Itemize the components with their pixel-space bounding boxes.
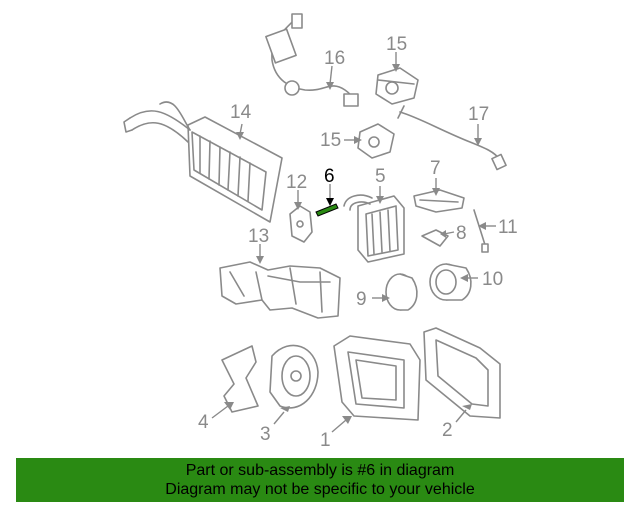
callout-15-top: 15	[386, 34, 407, 55]
leader-lines	[211, 52, 496, 433]
part-4-bracket	[221, 345, 259, 413]
info-banner: Part or sub-assembly is #6 in diagram Di…	[16, 458, 624, 502]
callout-6-highlighted: 6	[324, 166, 335, 187]
part-15-actuator-mid	[357, 123, 395, 159]
callout-1: 1	[320, 430, 331, 451]
part-5-evaporator	[343, 194, 405, 263]
part-13-duct	[219, 261, 341, 319]
part-6-seal-highlighted	[315, 203, 339, 217]
part-11-sensor	[473, 209, 489, 253]
callout-5: 5	[375, 166, 386, 187]
part-7-bracket	[413, 189, 465, 213]
part-1-case	[333, 335, 421, 421]
part-12-gasket	[289, 205, 313, 243]
part-2-cover	[423, 327, 501, 419]
callout-7: 7	[430, 158, 441, 179]
part-10-blower-motor	[429, 263, 472, 301]
callouts: 16 15 14 15 17 5 6 7 12 8 11 13 10 9 4 3…	[198, 34, 518, 451]
part-16-harness	[265, 13, 359, 107]
callout-9: 9	[356, 289, 367, 310]
parts-diagram: 16 15 14 15 17 5 6 7 12 8 11 13 10 9 4 3…	[123, 13, 518, 451]
banner-line-2: Diagram may not be specific to your vehi…	[165, 481, 475, 498]
callout-17: 17	[468, 104, 489, 125]
callout-4: 4	[198, 412, 209, 433]
part-3-blower-housing	[269, 344, 319, 409]
callout-11: 11	[498, 217, 518, 238]
callout-15-mid: 15	[320, 130, 341, 151]
callout-3: 3	[260, 424, 271, 445]
callout-12: 12	[286, 172, 307, 193]
callout-16: 16	[324, 48, 345, 69]
banner-line-1: Part or sub-assembly is #6 in diagram	[185, 462, 455, 479]
part-9-fan	[385, 273, 418, 311]
part-14-heater-core	[123, 101, 283, 223]
part-15-actuator-top	[375, 67, 419, 105]
callout-8: 8	[456, 223, 467, 244]
callout-13: 13	[248, 226, 269, 247]
callout-10: 10	[482, 269, 503, 290]
part-17-cable	[397, 105, 507, 171]
callout-14: 14	[230, 102, 252, 123]
callout-2: 2	[442, 420, 453, 441]
